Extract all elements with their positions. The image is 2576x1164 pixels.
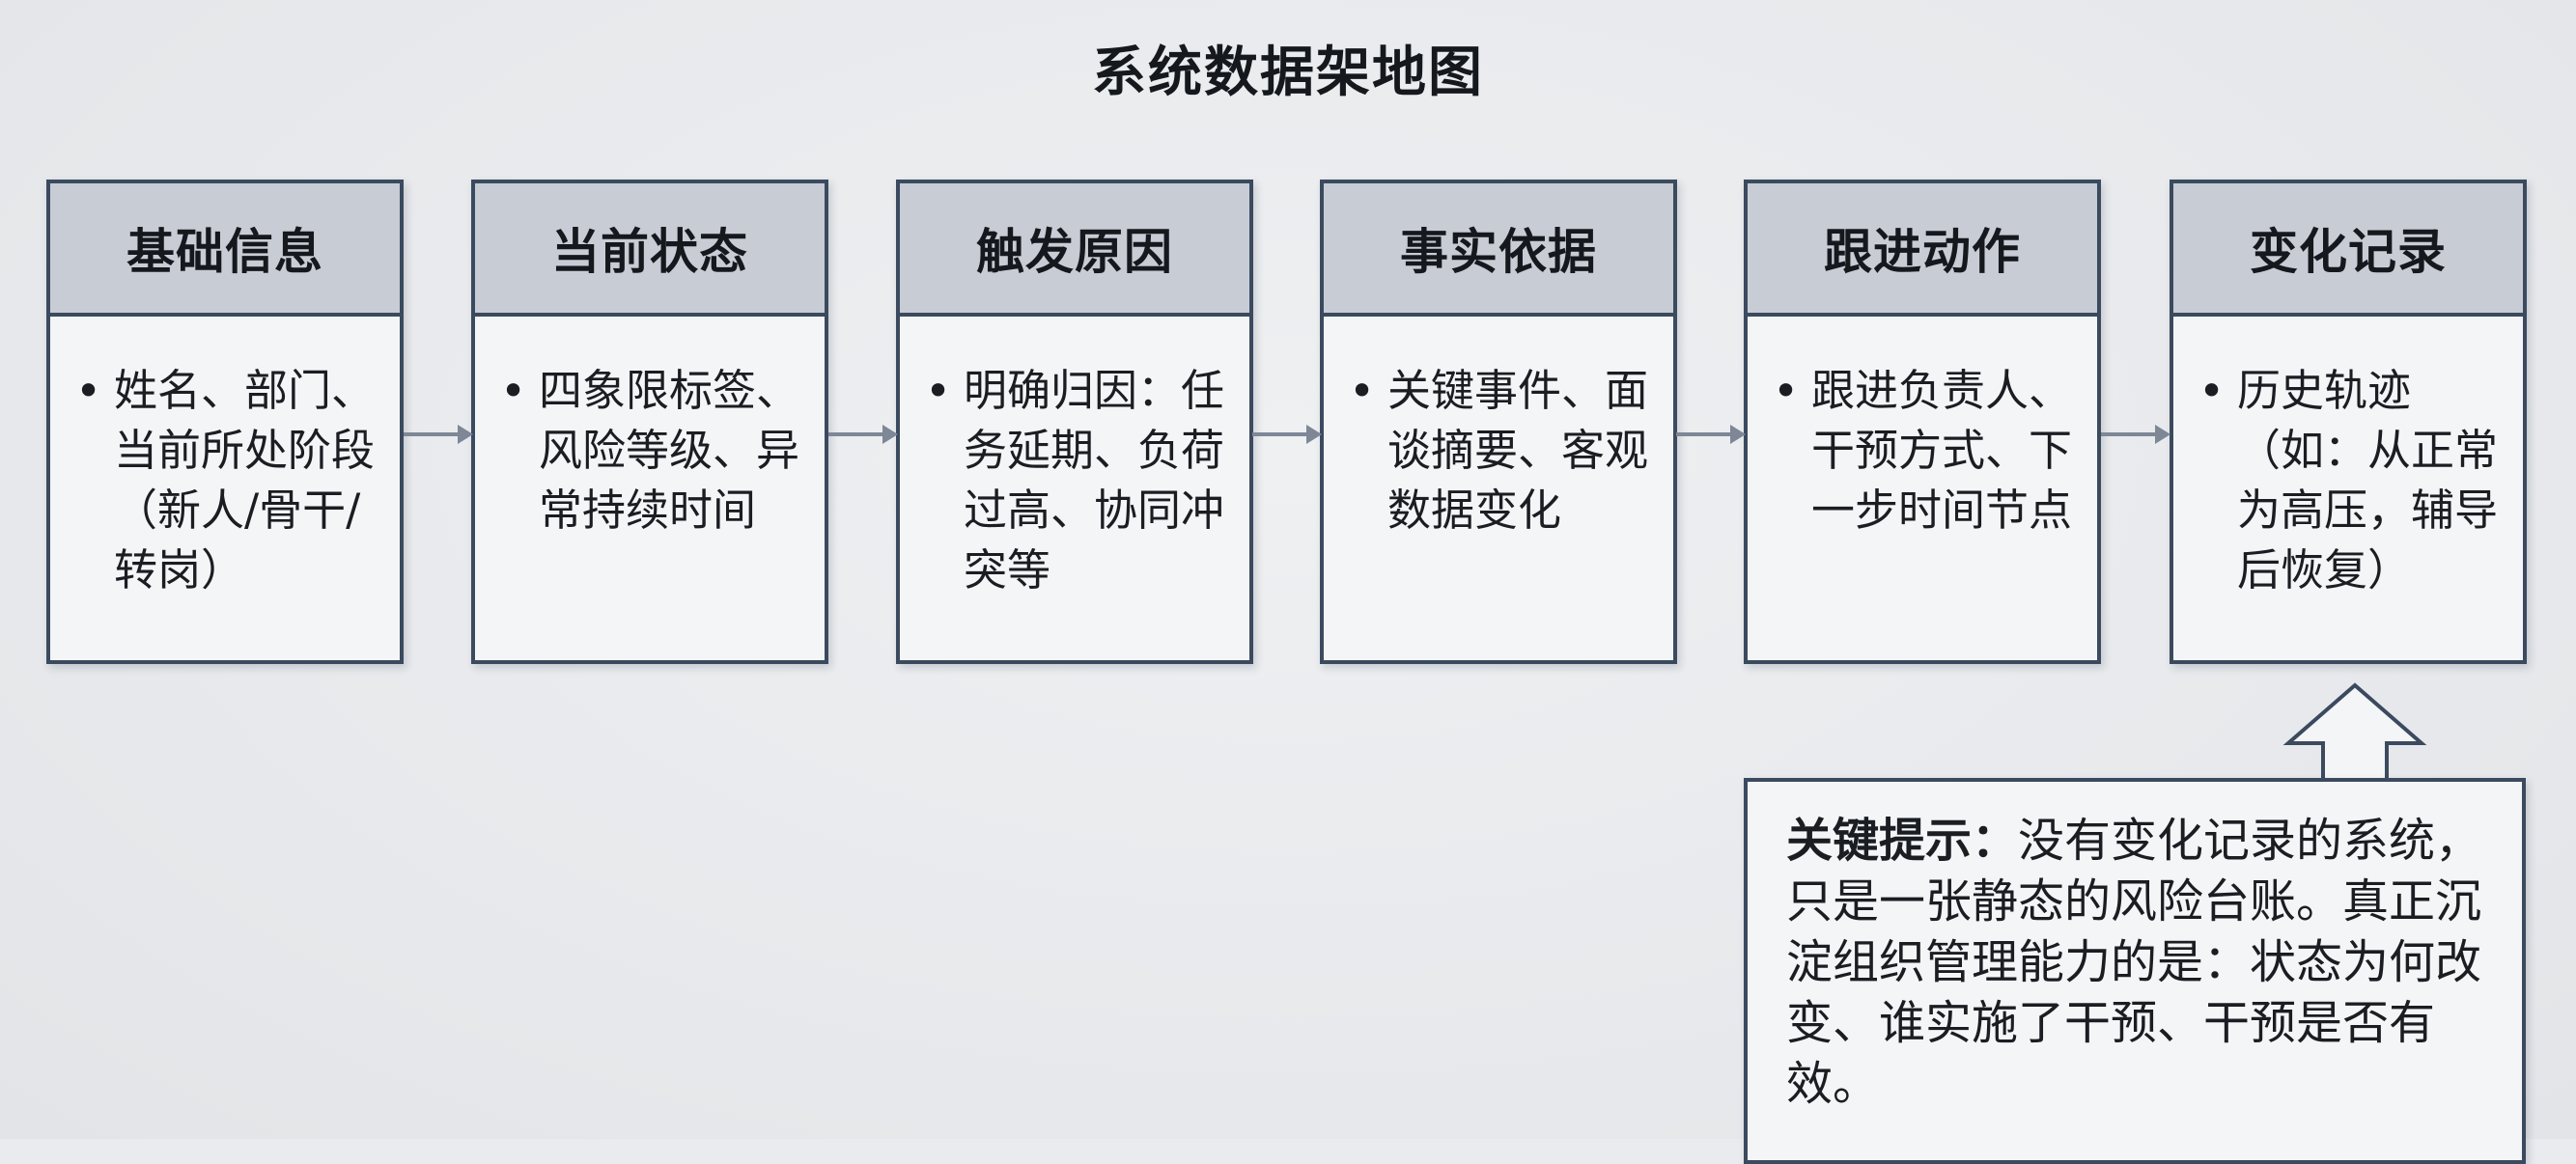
- diagram-title: 系统数据架地图: [1092, 42, 1484, 104]
- column-body-text: 明确归因：任务延期、负荷过高、协同冲突等: [964, 365, 1225, 596]
- bullet-icon: •: [500, 365, 527, 417]
- right-arrow-icon: [1252, 425, 1322, 444]
- column-body-text: 四象限标签、风险等级、异常持续时间: [539, 365, 800, 536]
- column-trigger-reason: 触发原因 • 明确归因：任务延期、负荷过高、协同冲突等: [896, 180, 1253, 664]
- key-tip-text-block: 关键提示：没有变化记录的系统，只是一张静态的风险台账。真正沉淀组织管理能力的是：…: [1786, 811, 2487, 1115]
- right-arrow-icon: [2101, 425, 2170, 444]
- column-body-text: 跟进负责人、干预方式、下一步时间节点: [1811, 365, 2073, 536]
- key-tip-text: 没有变化记录的系统，只是一张静态的风险台账。真正沉淀组织管理能力的是：状态为何改…: [1786, 814, 2482, 1111]
- column-current-status: 当前状态 • 四象限标签、风险等级、异常持续时间: [471, 180, 828, 664]
- column-header: 事实依据: [1324, 183, 1673, 317]
- column-header: 跟进动作: [1748, 183, 2097, 317]
- right-arrow-icon: [1676, 425, 1746, 444]
- column-change-log: 变化记录 • 历史轨迹（如：从正常为高压，辅导后恢复）: [2170, 180, 2527, 664]
- bullet-icon: •: [1349, 365, 1376, 417]
- bullet-icon: •: [925, 365, 952, 417]
- column-evidence: 事实依据 • 关键事件、面谈摘要、客观数据变化: [1320, 180, 1677, 664]
- column-body-text: 关键事件、面谈摘要、客观数据变化: [1387, 365, 1649, 536]
- column-basic-info: 基础信息 • 姓名、部门、当前所处阶段（新人/骨干/转岗）: [46, 180, 404, 664]
- key-tip-note: 关键提示：没有变化记录的系统，只是一张静态的风险台账。真正沉淀组织管理能力的是：…: [1744, 778, 2526, 1164]
- bullet-icon: •: [2198, 365, 2226, 417]
- column-header: 触发原因: [900, 183, 1249, 317]
- bullet-icon: •: [1773, 365, 1800, 417]
- right-arrow-icon: [404, 425, 473, 444]
- column-body-text: 历史轨迹（如：从正常为高压，辅导后恢复）: [2237, 365, 2499, 596]
- key-tip-label: 关键提示：: [1786, 814, 2019, 868]
- up-arrow-icon: [2282, 682, 2427, 782]
- column-header: 基础信息: [50, 183, 400, 317]
- column-header: 当前状态: [475, 183, 825, 317]
- column-follow-up: 跟进动作 • 跟进负责人、干预方式、下一步时间节点: [1744, 180, 2101, 664]
- bullet-icon: •: [75, 365, 102, 417]
- column-header: 变化记录: [2173, 183, 2523, 317]
- right-arrow-icon: [828, 425, 898, 444]
- column-body-text: 姓名、部门、当前所处阶段（新人/骨干/转岗）: [114, 365, 376, 596]
